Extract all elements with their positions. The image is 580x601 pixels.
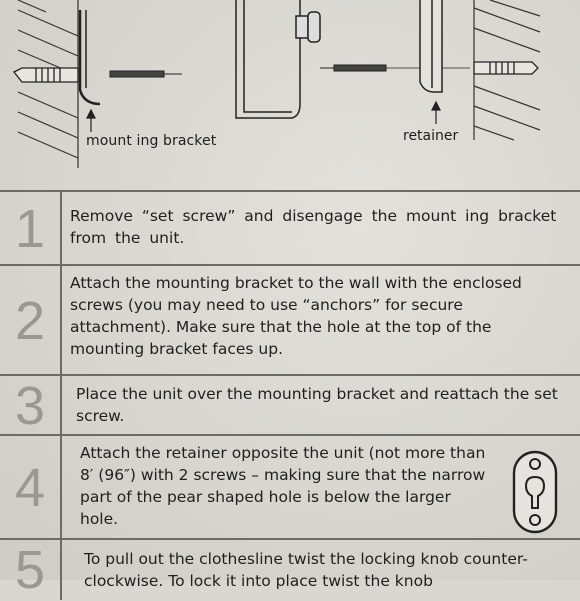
left-screw <box>109 70 182 78</box>
divider <box>60 540 62 600</box>
left-wall <box>17 0 79 168</box>
divider <box>60 266 62 376</box>
step-number: 2 <box>14 291 46 351</box>
step-text: To pull out the clothesline twist the lo… <box>84 550 528 590</box>
left-anchor <box>12 67 79 83</box>
right-wall <box>473 0 541 141</box>
installation-diagram <box>12 0 541 168</box>
divider <box>60 436 62 540</box>
right-screw <box>320 64 470 72</box>
step-1: 1 Remove “set screw” and disengage the m… <box>0 190 580 266</box>
step-2: 2 Attach the mounting bracket to the wal… <box>0 264 580 376</box>
step-text: Attach the retainer opposite the unit (n… <box>80 444 486 528</box>
mounting-bracket-label: mount ing bracket <box>86 133 217 149</box>
step-3: 3 Place the unit over the mounting brack… <box>0 374 580 436</box>
retainer-label: retainer <box>403 128 459 144</box>
retainer-pointer-arrow <box>431 100 441 124</box>
retainer-shape <box>419 0 443 93</box>
divider <box>60 192 62 266</box>
step-number: 5 <box>14 540 46 600</box>
step-text: Remove “set screw” and disengage the mou… <box>70 207 557 247</box>
right-anchor <box>473 61 539 75</box>
step-number: 4 <box>14 458 46 518</box>
bracket-pointer-arrow <box>86 108 96 132</box>
step-5: 5 To pull out the clothesline twist the … <box>0 538 580 600</box>
step-text: Attach the mounting bracket to the wall … <box>70 274 522 358</box>
step-number: 1 <box>14 199 46 259</box>
step-text: Place the unit over the mounting bracket… <box>76 385 558 425</box>
step-4: 4 Attach the retainer opposite the unit … <box>0 434 580 540</box>
pear-shaped-hole-icon <box>512 450 558 534</box>
divider <box>60 376 62 436</box>
mounting-bracket-shape <box>78 10 101 106</box>
step-number: 3 <box>14 376 46 436</box>
clothesline-unit <box>235 0 321 119</box>
